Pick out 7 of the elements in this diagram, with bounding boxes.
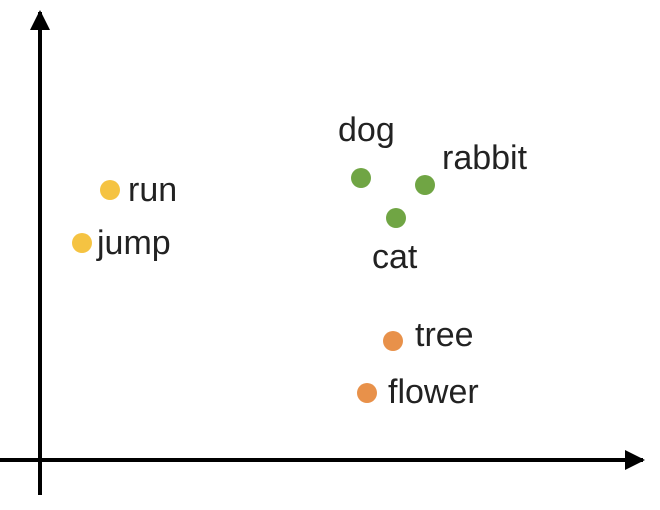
point-label: flower: [388, 374, 479, 410]
point-label: run: [128, 172, 178, 208]
point-label: dog: [338, 112, 395, 148]
point-label: tree: [415, 317, 474, 353]
point-label: cat: [372, 239, 418, 275]
point-label: rabbit: [442, 140, 528, 176]
point-label: jump: [97, 225, 171, 261]
